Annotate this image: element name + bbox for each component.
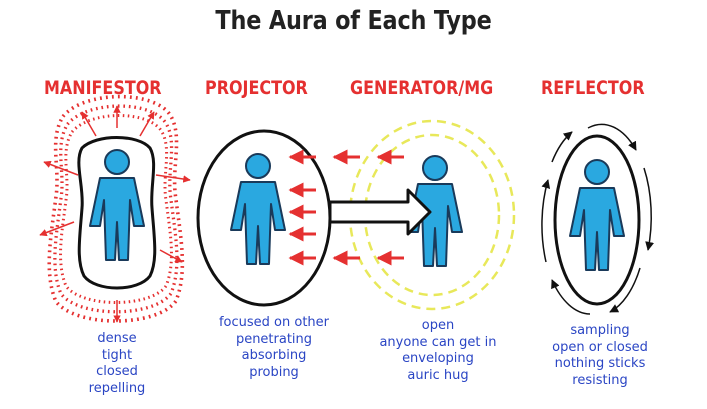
generator-desc-line: anyone can get in xyxy=(379,334,497,350)
generator-desc-line: open xyxy=(421,318,455,333)
projector-description: focused on other penetrating absorbing p… xyxy=(204,315,344,381)
label-reflector: REFLECTOR xyxy=(541,77,645,99)
generator-description: open anyone can get in enveloping auric … xyxy=(368,318,508,384)
generator-desc-line: auric hug xyxy=(407,367,469,383)
reflector-sampling-arrows xyxy=(541,123,655,315)
manifestor-desc-line: closed xyxy=(96,364,138,379)
reflector-desc-line: sampling xyxy=(570,323,630,338)
diagram-title: The Aura of Each Type xyxy=(215,6,492,36)
reflector-desc-line: resisting xyxy=(572,372,628,388)
manifestor-desc-line: dense xyxy=(97,331,137,346)
reflector-desc-line: open or closed xyxy=(552,339,648,355)
reflector-desc-line: nothing sticks xyxy=(554,356,646,371)
label-generator: GENERATOR/MG xyxy=(350,77,494,99)
manifestor-desc-line: repelling xyxy=(88,380,146,396)
manifestor-arrows xyxy=(39,105,191,323)
label-projector: PROJECTOR xyxy=(205,77,308,99)
reflector-description: sampling open or closed nothing sticks r… xyxy=(540,323,660,389)
label-manifestor: MANIFESTOR xyxy=(44,77,162,99)
absorbing-arrows xyxy=(288,149,404,266)
projection-arrow xyxy=(328,188,432,236)
generator-desc-line: enveloping xyxy=(402,351,474,366)
manifestor-description: dense tight closed repelling xyxy=(67,331,167,397)
projector-desc-line: focused on other xyxy=(218,315,330,330)
projector-desc-line: absorbing xyxy=(241,348,307,363)
projector-desc-line: probing xyxy=(249,364,299,380)
manifestor-desc-line: tight xyxy=(101,347,133,363)
projector-desc-line: penetrating xyxy=(235,331,313,347)
